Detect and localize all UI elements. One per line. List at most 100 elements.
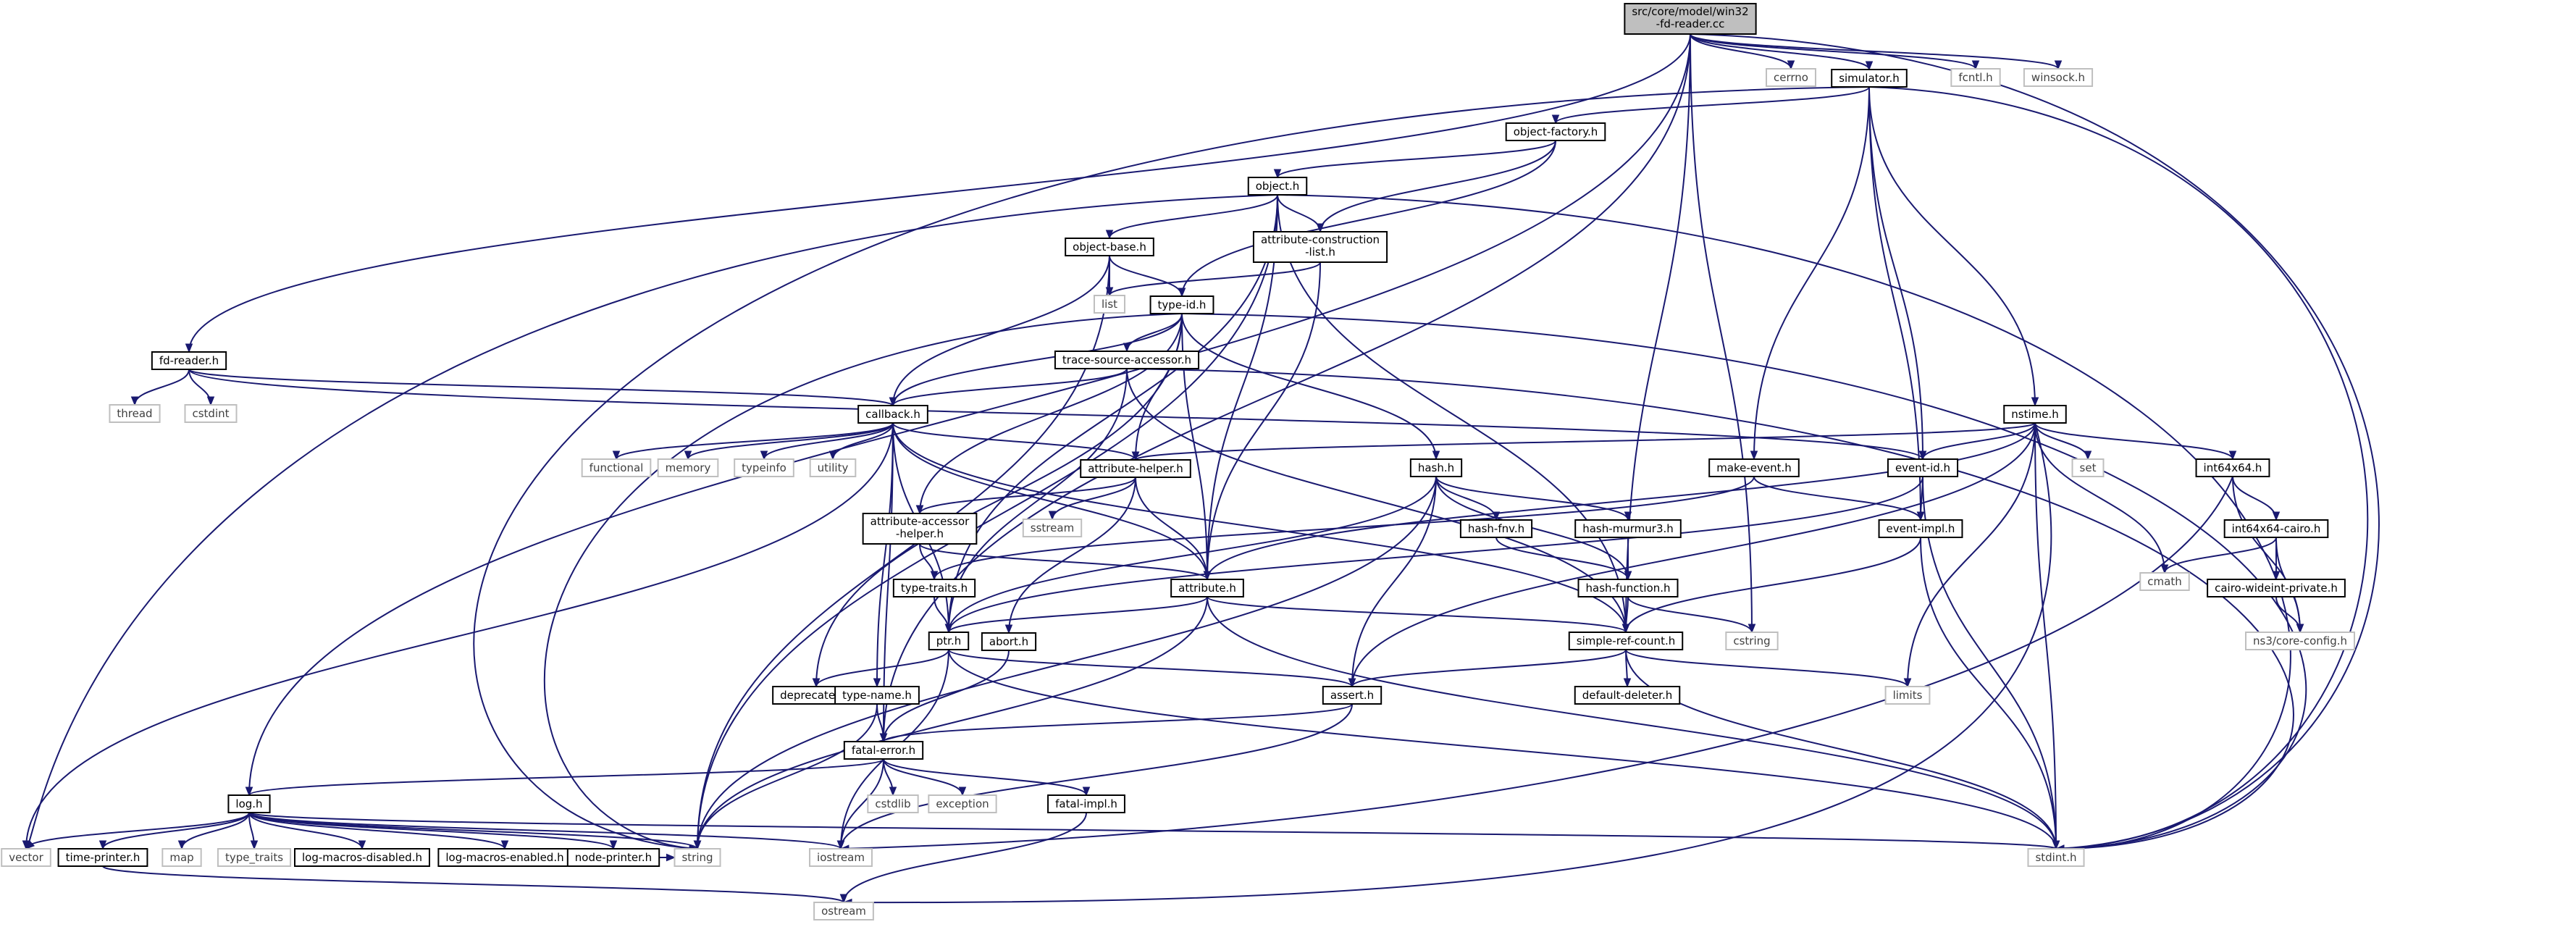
- edge-root-to-log: [245, 33, 1691, 797]
- edge-log-to-string: [248, 812, 702, 850]
- node-simulator[interactable]: simulator.h: [1831, 69, 1908, 88]
- edge-log-to-stdint: [248, 812, 2060, 850]
- node-callback[interactable]: callback.h: [857, 405, 928, 424]
- nodes-layer: src/core/model/win32-fd-reader.cc cerrno f…: [1, 3, 2355, 920]
- edge-nstime-to-int64x64: [2034, 422, 2237, 461]
- node-label: ostream: [821, 905, 866, 918]
- edge-cairowide-to-coreconfig: [2275, 596, 2304, 634]
- edge-hash-to-assert: [1348, 476, 1437, 688]
- node-label: cerrno: [1774, 71, 1808, 84]
- node-label: cstdint: [192, 407, 229, 420]
- node-root[interactable]: src/core/model/win32-fd-reader.cc: [1624, 3, 1757, 35]
- node-abort[interactable]: abort.h: [981, 632, 1037, 651]
- edge-log-to-typetraitsstd: [248, 812, 259, 850]
- edge-log-to-iostream: [248, 812, 845, 850]
- node-box: [1831, 69, 1908, 88]
- node-hashmurmur[interactable]: hash-murmur3.h: [1574, 519, 1682, 538]
- node-box: [1725, 632, 1779, 650]
- node-defdeleter[interactable]: default-deleter.h: [1574, 686, 1681, 705]
- node-hash[interactable]: hash.h: [1409, 458, 1463, 477]
- node-object[interactable]: object.h: [1247, 177, 1308, 196]
- node-box: [1887, 458, 1959, 477]
- node-simplerc[interactable]: simple-ref-count.h: [1568, 632, 1684, 650]
- node-box: [2003, 405, 2067, 424]
- edge-object-to-vector: [25, 194, 1278, 850]
- node-label: cairo-wideint-private.h: [2215, 582, 2338, 595]
- node-assert[interactable]: assert.h: [1322, 686, 1383, 705]
- node-label: hash.h: [1418, 461, 1454, 474]
- node-attracc[interactable]: attribute-accessor-helper.h: [862, 513, 978, 545]
- node-map: map: [161, 848, 202, 867]
- node-label: typeinfo: [742, 461, 786, 474]
- node-cairowide[interactable]: cairo-wideint-private.h: [2207, 579, 2346, 597]
- node-iostream: iostream: [809, 848, 873, 867]
- node-attrhelper[interactable]: attribute-helper.h: [1080, 459, 1191, 478]
- edge-callback-to-functional: [612, 422, 894, 461]
- edge-root-to-winsock: [1690, 33, 2063, 70]
- node-box: [657, 458, 719, 477]
- node-cstring: cstring: [1725, 632, 1779, 650]
- edge-attribute-to-simplerc: [1207, 596, 1630, 634]
- node-fatalimpl[interactable]: fatal-impl.h: [1047, 794, 1125, 813]
- node-hashfunction[interactable]: hash-function.h: [1577, 579, 1679, 597]
- node-objectfactory[interactable]: object-factory.h: [1505, 122, 1606, 141]
- node-limits: limits: [1884, 686, 1931, 705]
- node-utility: utility: [809, 458, 857, 477]
- node-label: thread: [117, 407, 152, 420]
- node-makeevent[interactable]: make-event.h: [1708, 458, 1800, 477]
- node-eventid[interactable]: event-id.h: [1887, 458, 1959, 477]
- node-logen[interactable]: log-macros-enabled.h: [437, 848, 572, 867]
- node-int64x64[interactable]: int64x64.h: [2195, 458, 2270, 477]
- node-box: [809, 848, 873, 867]
- node-fdreader[interactable]: fd-reader.h: [151, 351, 227, 370]
- node-box: [1149, 295, 1214, 314]
- edge-objectfactory-to-typeid: [1178, 140, 1556, 298]
- node-attrconst[interactable]: attribute-construction-list.h: [1252, 231, 1388, 263]
- node-logdis[interactable]: log-macros-disabled.h: [294, 848, 430, 867]
- node-label: cstdlib: [875, 797, 910, 810]
- node-box: [1577, 579, 1679, 597]
- edge-nstime-to-attribute: [1203, 422, 2036, 581]
- node-box: [57, 848, 148, 867]
- node-nstime[interactable]: nstime.h: [2003, 405, 2067, 424]
- node-typetraits[interactable]: type-traits.h: [892, 579, 976, 597]
- node-eventimpl[interactable]: event-impl.h: [1878, 519, 1963, 538]
- node-functional: functional: [581, 458, 652, 477]
- node-hashfnv[interactable]: hash-fnv.h: [1459, 519, 1533, 538]
- node-box: [734, 458, 794, 477]
- node-timeprinter[interactable]: time-printer.h: [57, 848, 148, 867]
- edge-hash-to-hashmurmur: [1435, 476, 1632, 521]
- node-label: vector: [9, 851, 43, 864]
- node-label: type-id.h: [1158, 298, 1207, 311]
- node-ptr[interactable]: ptr.h: [928, 632, 970, 650]
- node-attribute[interactable]: attribute.h: [1170, 579, 1244, 597]
- node-typename[interactable]: type-name.h: [834, 686, 920, 705]
- node-nodeprinter[interactable]: node-printer.h: [566, 848, 660, 867]
- edge-fatalerror-to-log: [245, 758, 884, 797]
- node-int64cairo[interactable]: int64x64-cairo.h: [2223, 519, 2329, 538]
- edge-root-to-fdreader: [185, 33, 1691, 353]
- edge-simulator-to-nstime: [1868, 86, 2039, 407]
- node-objectbase[interactable]: object-base.h: [1065, 238, 1154, 256]
- node-cstdint: cstdint: [184, 404, 238, 423]
- node-tsa[interactable]: trace-source-accessor.h: [1054, 351, 1200, 369]
- node-list: list: [1093, 295, 1126, 314]
- node-label: abort.h: [989, 635, 1028, 648]
- edge-callback-to-typename: [873, 422, 894, 688]
- edge-log-to-timeprinter: [98, 812, 250, 850]
- edge-attribute-to-ptr: [944, 596, 1208, 634]
- node-box: [294, 848, 430, 867]
- node-ostream: ostream: [813, 902, 874, 920]
- node-box: [581, 458, 652, 477]
- node-typeid[interactable]: type-id.h: [1149, 295, 1214, 314]
- node-label: event-id.h: [1895, 461, 1950, 474]
- node-fatalerror[interactable]: fatal-error.h: [843, 741, 924, 760]
- edge-nstime-to-cmath: [2034, 422, 2169, 574]
- edge-tsa-to-stdint: [1126, 368, 2294, 853]
- edge-nstime-to-attrhelper: [1131, 422, 2036, 461]
- node-label: -helper.h: [896, 527, 944, 540]
- node-box: [161, 848, 202, 867]
- edge-simplerc-to-defdeleter: [1623, 649, 1632, 688]
- node-log[interactable]: log.h: [227, 794, 271, 813]
